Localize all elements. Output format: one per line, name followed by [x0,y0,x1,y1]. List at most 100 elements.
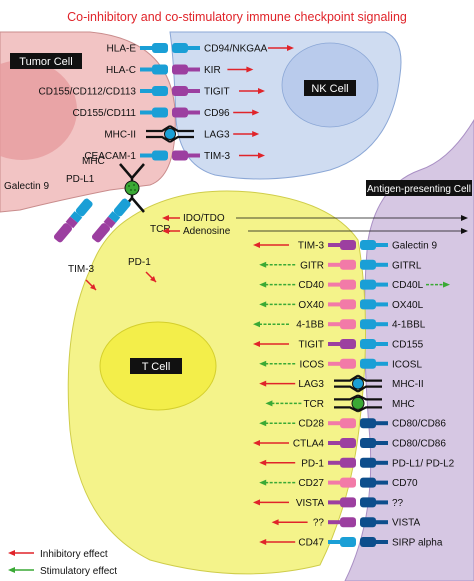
tumor-t-synapse: MHC TCR PD-L1 Galectin 9 TIM-3 PD-1 [4,156,171,291]
t-apc-10-ctla4-cd80-cd86-pair-left-stalk [328,441,342,445]
t-apc-9-cd28-cd80-cd86-pair-left-stalk [328,421,342,426]
t-apc-10-ctla4-cd80-cd86-pair-right-stalk [374,441,388,445]
t-apc-11-pd-1-pd-l1-pd-l2-pair-left-head [340,457,356,468]
t-cell-label-bg [130,358,182,374]
apc-membrane [344,119,474,581]
t-apc-14--vista-left-label: ?? [313,518,325,529]
legend-stimulatory-label: Stimulatory effect [40,566,117,577]
tumor-nk-ceacam-1-tim-3-pair-right-stalk [186,153,200,158]
t-apc-8-tcr-mhc-right-label: MHC [392,399,415,410]
t-apc-3-ox40-ox40l-right-label: OX40L [392,300,424,311]
t-apc-15-cd47-sirp-alpha-left-label: CD47 [298,538,324,549]
t-apc-9-cd28-cd80-cd86-right-label: CD80/CD86 [392,419,446,430]
t-apc-1-gitr-gitrl-right-label: GITRL [392,260,422,271]
tcr-label: TCR [150,224,171,235]
pd1-tcell-label: PD-1 [128,257,151,268]
t-apc-6-icos-icosl-pair-right-head [360,358,376,369]
tumor-nk-cd155-cd111-cd96-pair [140,107,200,118]
tumor-nk-hla-c-kir-left-label: HLA-C [106,65,136,76]
t-apc-3-ox40-ox40l-left-label: OX40 [298,300,324,311]
t-apc-6-icos-icosl-pair [328,358,388,369]
t-apc-0-tim-3-galectin-9-right-label: Galectin 9 [392,241,437,252]
tumor-nk-cd155-cd111-cd96-right-label: CD96 [204,108,230,119]
t-apc-1-gitr-gitrl-effect-arrow [259,261,296,268]
t-apc-12-cd27-cd70-left-label: CD27 [298,478,324,489]
t-apc-1-gitr-gitrl-left-label: GITR [300,260,324,271]
t-apc-12-cd27-cd70-pair-left-head [340,477,356,488]
t-apc-5-tigit-cd155-pair-right-stalk [374,342,388,346]
t-apc-5-tigit-cd155-pair [328,339,388,349]
t-apc-5-tigit-cd155-pair-left-stalk [328,342,342,346]
tumor-nk-hla-c-kir-right-label: KIR [204,65,221,76]
pdl1-label: PD-L1 [66,174,95,185]
t-apc-10-ctla4-cd80-cd86-left-label: CTLA4 [293,439,325,450]
pdl1-pd1-pair [91,198,131,243]
t-apc-0-tim-3-galectin-9-left-label: TIM-3 [298,241,325,252]
tumor-nk-cd155-cd111-cd96-pair-left-stalk [140,110,154,115]
t-apc-11-pd-1-pd-l1-pd-l2-pair-right-head [360,457,376,468]
t-apc-2-cd40-cd40l-apc-effect-arrow [426,281,450,288]
tumor-nk-ceacam-1-tim-3-pair-right-head [172,150,188,161]
tumor-nk-ceacam-1-tim-3-right-label: TIM-3 [204,151,231,162]
tumor-nk-cd155-cd112-cd113-tigit-pair-right-stalk [186,89,200,93]
tumor-nk-ceacam-1-tim-3-effect-arrow [239,152,265,159]
t-apc-3-ox40-ox40l-pair-right-head [360,299,376,310]
t-apc-3-ox40-ox40l-pair-left-head [340,299,356,310]
tumor-nk-hla-c-kir-pair-right-head [172,64,188,75]
t-apc-14--vista-right-label: VISTA [392,518,420,529]
legend-stimulatory-arrow [8,567,15,573]
t-apc-14--vista-pair-left-head [340,517,356,528]
t-apc-2-cd40-cd40l-pair-left-head [340,279,356,290]
tim3-tcell-label: TIM-3 [68,264,95,275]
t-apc-6-icos-icosl-effect-arrow [259,360,296,367]
t-apc-10-ctla4-cd80-cd86-right-label: CD80/CD86 [392,439,446,450]
t-apc-12-cd27-cd70-pair [328,477,388,488]
t-apc-12-cd27-cd70-pair-right-head [360,477,376,488]
t-apc-7-lag3-mhc-ii-left-label: LAG3 [298,379,324,390]
tumor-nk-cd155-cd112-cd113-tigit-pair-right-head [172,86,188,96]
tumor-nk-mhc-ii-lag3-pair-antigen [164,128,176,140]
t-apc-4-4-1bb-4-1bbl-pair-right-head [360,319,376,330]
t-apc-2-cd40-cd40l-right-label: CD40L [392,280,424,291]
t-apc-15-cd47-sirp-alpha-pair-left-stalk [328,540,342,544]
t-apc-11-pd-1-pd-l1-pd-l2-left-label: PD-1 [301,458,324,469]
legend-inhibitory-label: Inhibitory effect [40,549,108,560]
tumor-mhc-label: MHC [82,156,105,167]
tumor-nk-mhc-ii-lag3-pair-right-shape [169,125,194,143]
t-apc-13-vista--effect-arrow [253,499,289,506]
metabolic-pathways: IDO/TDO Adenosine [162,213,468,237]
t-apc-7-lag3-mhc-ii-effect-arrow [259,380,296,387]
t-apc-1-gitr-gitrl-pair-right-head [360,259,376,270]
tumor-cell-nucleus [0,60,77,160]
t-apc-13-vista--pair-right-head [360,497,376,508]
galectin9-tumor-label: Galectin 9 [4,181,49,192]
t-apc-5-tigit-cd155-right-label: CD155 [392,340,424,351]
t-apc-15-cd47-sirp-alpha-right-label: SIRP alpha [392,538,443,549]
t-apc-3-ox40-ox40l-pair-left-stalk [328,302,342,307]
t-apc-9-cd28-cd80-cd86-pair [328,418,388,429]
ido-tdo-label: IDO/TDO [183,213,225,224]
t-apc-12-cd27-cd70-right-label: CD70 [392,478,418,489]
t-apc-1-gitr-gitrl-pair [328,259,388,270]
t-apc-6-icos-icosl-pair-left-stalk [328,361,342,366]
t-apc-0-tim-3-galectin-9-pair-left-stalk [328,243,342,247]
t-apc-15-cd47-sirp-alpha-pair-right-head [360,537,376,547]
t-apc-11-pd-1-pd-l1-pd-l2-effect-arrow [259,459,296,466]
t-apc-7-lag3-mhc-ii-pair-left-shape [334,374,359,393]
tumor-nk-cd155-cd111-cd96-pair-left-head [152,107,168,118]
t-apc-12-cd27-cd70-pair-left-stalk [328,480,342,485]
t-apc-0-tim-3-galectin-9-pair-left-head [340,240,356,250]
tumor-nk-cd155-cd111-cd96-effect-arrow [233,109,260,116]
adenosine-label: Adenosine [183,226,231,237]
t-apc-13-vista--pair [328,497,388,508]
tumor-nk-mhc-ii-lag3-pair-left-shape [146,125,171,143]
t-apc-0-tim-3-galectin-9-pair-right-head [360,240,376,250]
tumor-cell-label: Tumor Cell [19,56,72,68]
tumor-nk-hla-c-kir-effect-arrow [227,66,254,73]
t-apc-7-lag3-mhc-ii-pair-antigen [352,377,364,390]
t-apc-14--vista-pair-left-stalk [328,520,342,525]
tumor-nk-mhc-ii-lag3-pair [146,125,194,143]
